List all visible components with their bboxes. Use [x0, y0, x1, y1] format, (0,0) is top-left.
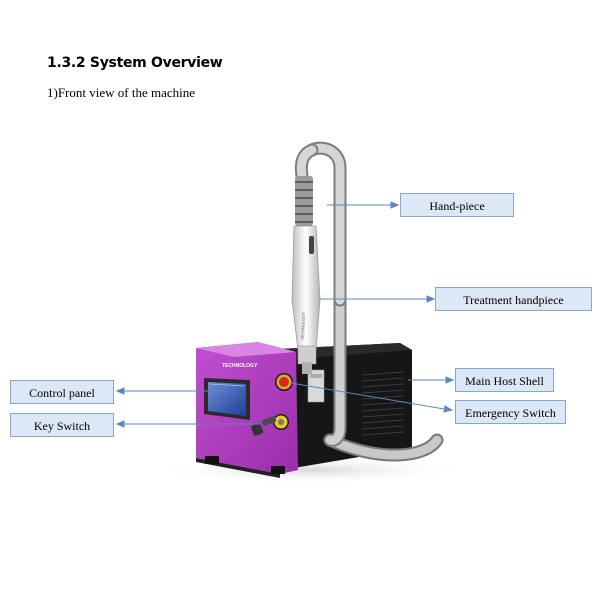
callout-main-host-shell: Main Host Shell: [455, 368, 554, 392]
treatment-handpiece[interactable]: TECHNOLOGY: [291, 225, 321, 374]
front-foot-left: [205, 456, 219, 464]
handpiece-button[interactable]: [309, 236, 314, 254]
callout-treatment-handpiece: Treatment handpiece: [435, 287, 592, 311]
handpiece-brand: TECHNOLOGY: [300, 312, 306, 340]
vent-grille: [361, 371, 405, 436]
line-emergency-switch: [290, 382, 451, 411]
hand-piece[interactable]: [295, 176, 313, 226]
brand-badge: TECHNOLOGY: [222, 363, 258, 369]
emergency-switch[interactable]: [275, 373, 293, 391]
control-panel[interactable]: [204, 378, 250, 420]
callout-key-switch: Key Switch: [10, 413, 114, 437]
hose: [294, 141, 444, 462]
section-heading: 1.3.2 System Overview: [47, 55, 223, 71]
front-foot-right: [271, 466, 285, 474]
callout-hand-piece: Hand-piece: [400, 193, 514, 217]
figure-caption: 1)Front view of the machine: [47, 85, 196, 100]
callout-lines: [115, 201, 455, 428]
key-icon: [261, 416, 277, 426]
callout-control-panel: Control panel: [10, 380, 114, 404]
key-switch[interactable]: [251, 414, 289, 436]
callout-emergency-switch: Emergency Switch: [455, 400, 566, 424]
